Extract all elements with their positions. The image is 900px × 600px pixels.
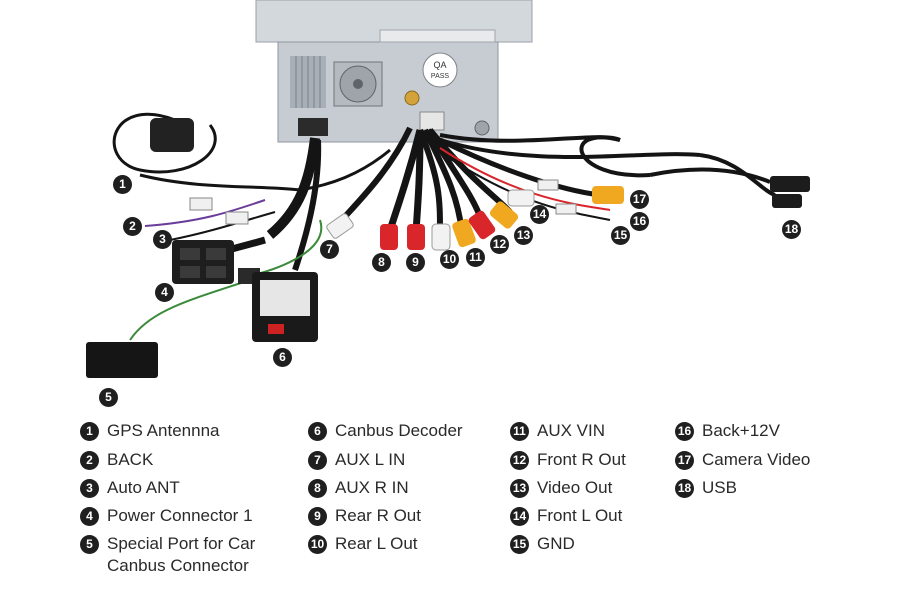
power-connector (172, 240, 234, 284)
vent-grille (290, 56, 326, 108)
legend-item-10: 10 Rear L Out (308, 533, 418, 555)
legend-number: 7 (308, 451, 327, 470)
callout-5: 5 (99, 388, 118, 407)
legend-number: 2 (80, 451, 99, 470)
wiring-diagram: QA PASS (86, 0, 810, 378)
canbus-decoder (252, 272, 318, 342)
legend-number: 9 (308, 507, 327, 526)
legend-number: 18 (675, 479, 694, 498)
rca-socket (419, 111, 445, 131)
legend-label: Video Out (537, 478, 613, 497)
legend-item-8: 8 AUX R IN (308, 477, 409, 499)
legend-label: GND (537, 534, 575, 553)
legend-number: 8 (308, 479, 327, 498)
legend-item-13: 13 Video Out (510, 477, 612, 499)
legend-label: Camera Video (702, 450, 811, 469)
legend-label: BACK (107, 450, 154, 469)
legend-item-18: 18 USB (675, 477, 737, 499)
legend-number: 11 (510, 422, 529, 441)
legend-number: 16 (675, 422, 694, 441)
main-harness-socket (298, 118, 328, 136)
legend-number: 17 (675, 451, 694, 470)
legend-item-5: 5 Special Port for Car Canbus Connector (80, 533, 255, 577)
callout-3: 3 (153, 230, 172, 249)
legend-label: Back+12V (702, 421, 780, 440)
ground-screw (474, 120, 490, 136)
legend-label: Rear R Out (335, 506, 421, 525)
legend-item-16: 16 Back+12V (675, 420, 780, 442)
legend-number: 5 (80, 535, 99, 554)
callout-11: 11 (466, 248, 485, 267)
legend-label: Special Port for Car Canbus Connector (107, 534, 256, 575)
legend-label: GPS Antennna (107, 421, 220, 440)
legend-label: Rear L Out (335, 534, 418, 553)
legend-label: Front L Out (537, 506, 623, 525)
callout-18: 18 (782, 220, 801, 239)
callout-15: 15 (611, 226, 630, 245)
legend-item-3: 3 Auto ANT (80, 477, 180, 499)
legend-label: AUX VIN (537, 421, 606, 440)
legend-item-7: 7 AUX L IN (308, 449, 405, 471)
legend-item-17: 17 Camera Video (675, 449, 810, 471)
legend-item-9: 9 Rear R Out (308, 505, 421, 527)
callout-4: 4 (155, 283, 174, 302)
legend-item-6: 6 Canbus Decoder (308, 420, 463, 442)
callout-12: 12 (490, 235, 509, 254)
legend-number: 3 (80, 479, 99, 498)
rca-plug-front-r (468, 210, 496, 240)
legend-item-14: 14 Front L Out (510, 505, 622, 527)
callout-14: 14 (530, 205, 549, 224)
gps-antenna (112, 112, 391, 192)
legend-item-12: 12 Front R Out (510, 449, 626, 471)
callout-9: 9 (406, 253, 425, 272)
rca-plug-aux-l (326, 213, 354, 239)
callout-6: 6 (273, 348, 292, 367)
callout-2: 2 (123, 217, 142, 236)
legend-item-11: 11 AUX VIN (510, 420, 605, 442)
antenna-jack (404, 90, 420, 106)
legend-number: 4 (80, 507, 99, 526)
special-port (86, 342, 158, 378)
legend-item-1: 1 GPS Antennna (80, 420, 219, 442)
legend-number: 10 (308, 535, 327, 554)
legend-number: 1 (80, 422, 99, 441)
legend-number: 12 (510, 451, 529, 470)
legend-item-2: 2 BACK (80, 449, 153, 471)
pass-text: PASS (431, 73, 449, 80)
legend-number: 6 (308, 422, 327, 441)
callout-1: 1 (113, 175, 132, 194)
callout-10: 10 (440, 250, 459, 269)
qa-text: QA (433, 60, 446, 70)
callout-16: 16 (630, 212, 649, 231)
callout-7: 7 (320, 240, 339, 259)
legend-label: Power Connector 1 (107, 506, 253, 525)
legend-item-4: 4 Power Connector 1 (80, 505, 253, 527)
legend-label: Front R Out (537, 450, 626, 469)
legend-label: USB (702, 478, 737, 497)
callout-13: 13 (514, 226, 533, 245)
usb-cable (439, 133, 810, 208)
rca-plug-camera (592, 186, 624, 204)
legend-item-15: 15 GND (510, 533, 575, 555)
legend-number: 14 (510, 507, 529, 526)
callout-17: 17 (630, 190, 649, 209)
legend-label: AUX L IN (335, 450, 406, 469)
legend-number: 13 (510, 479, 529, 498)
legend-label: Canbus Decoder (335, 421, 463, 440)
rca-plug-video-out (489, 201, 519, 229)
callout-8: 8 (372, 253, 391, 272)
head-unit: QA PASS (255, 0, 533, 143)
rca-plug-front-l (507, 189, 535, 207)
rca-plug-rear-l (431, 223, 451, 251)
fan-icon (333, 61, 383, 107)
legend-label: AUX R IN (335, 478, 409, 497)
rca-plug-aux-r (380, 224, 398, 250)
rca-plug-rear-r (407, 224, 425, 250)
legend-number: 15 (510, 535, 529, 554)
rca-plug-aux-vin (452, 218, 476, 248)
legend-label: Auto ANT (107, 478, 180, 497)
qa-pass-sticker: QA PASS (422, 52, 458, 88)
